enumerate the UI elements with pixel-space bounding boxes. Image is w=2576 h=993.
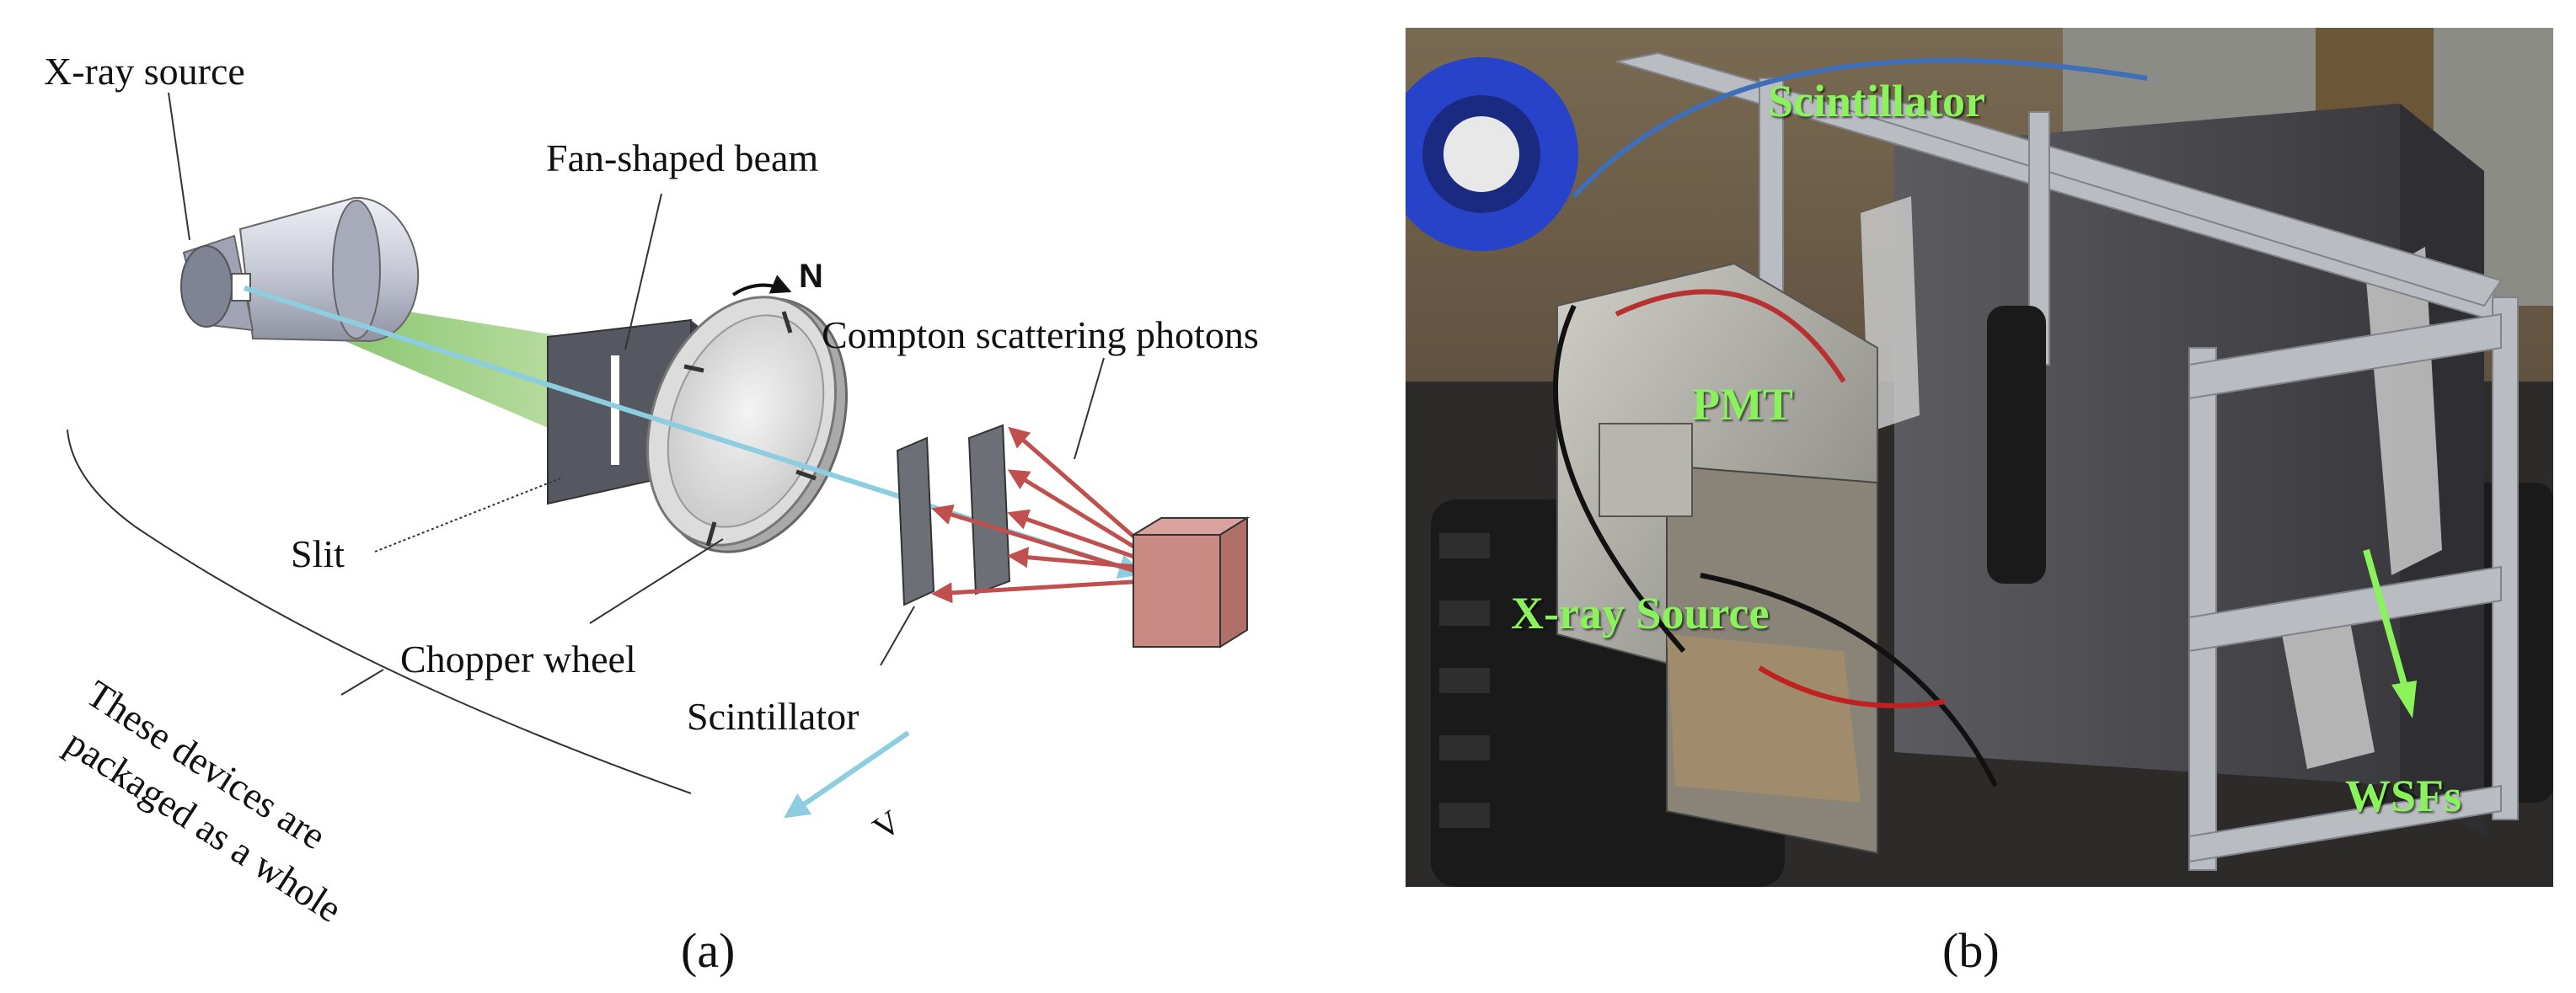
panel-a-diagram xyxy=(67,92,1251,819)
label-chopper-wheel: Chopper wheel xyxy=(400,638,636,681)
chopper-leader xyxy=(589,538,724,624)
packaged-brace xyxy=(67,429,692,794)
xray-source-device xyxy=(180,196,420,343)
caption-b: (b) xyxy=(1942,923,2000,978)
label-compton: Compton scattering photons xyxy=(822,313,1259,356)
xray-source-leader xyxy=(168,92,190,241)
label-xray-source: X-ray source xyxy=(44,50,245,93)
photo-label-scintillator: Scintillator xyxy=(1768,76,1985,126)
label-fan-beam: Fan-shaped beam xyxy=(546,136,819,179)
label-slit: Slit xyxy=(291,532,345,575)
slit-leader xyxy=(374,478,561,553)
panel-b-photo: Scintillator PMT X-ray Source WSFs xyxy=(1406,28,2553,887)
caption-a: (a) xyxy=(681,923,736,978)
photo-label-wsfs: WSFs xyxy=(2345,771,2462,821)
compton-leader xyxy=(1074,357,1105,460)
rotation-arrow xyxy=(731,275,792,296)
chopper-wheel xyxy=(645,296,848,553)
scintillator-plates xyxy=(896,424,1011,606)
target-object xyxy=(1130,516,1251,649)
label-scintillator-a: Scintillator xyxy=(687,695,860,738)
photo-label-xray-source: X-ray Source xyxy=(1511,588,1770,638)
wsf-arrow xyxy=(2363,548,2410,695)
photo-illustration xyxy=(1406,28,2553,887)
photo-label-pmt: PMT xyxy=(1692,379,1793,430)
fan-beam-leader xyxy=(624,193,662,350)
scintillator-leader xyxy=(880,606,915,666)
packaged-leader xyxy=(340,669,384,696)
compton-scatter-arrows xyxy=(931,426,1148,604)
label-rotation-n: N xyxy=(799,258,823,295)
velocity-arrow xyxy=(784,730,910,819)
